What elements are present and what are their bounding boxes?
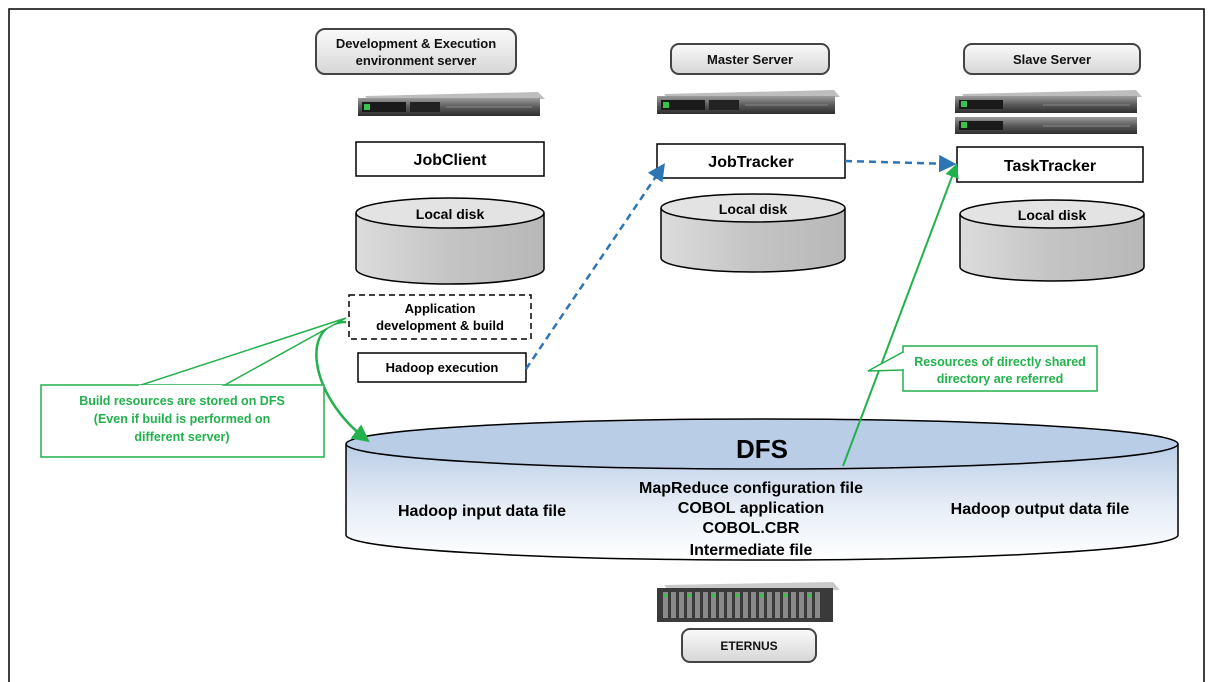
dfs-output-file: Hadoop output data file <box>951 501 1130 518</box>
dfs-center-item: Intermediate file <box>690 542 813 559</box>
app-build-box <box>348 294 532 340</box>
eternus-label: ETERNUS <box>720 639 777 653</box>
dev-server-title-line1: Development & Execution <box>336 36 496 51</box>
shared-directory-callout <box>867 345 1098 392</box>
jobclient-label: JobClient <box>414 152 488 169</box>
build-callout-line3: different server) <box>134 430 229 444</box>
dev-local-disk-label: Local disk <box>416 206 485 222</box>
jobtracker-label: JobTracker <box>708 154 793 171</box>
master-local-disk-label: Local disk <box>719 201 788 217</box>
dfs-center-item: COBOL application <box>678 500 824 517</box>
app-build-line1: Application <box>405 301 476 316</box>
shared-callout-line2: directory are referred <box>937 372 1063 386</box>
dev-local-disk <box>355 197 545 285</box>
dfs-title: DFS <box>736 434 788 464</box>
eternus-storage-icon <box>657 582 840 622</box>
dev-server-title-line2: environment server <box>356 53 477 68</box>
app-build-line2: development & build <box>376 318 504 333</box>
master-server-icon <box>657 90 840 114</box>
build-callout-line1: Build resources are stored on DFS <box>79 394 285 408</box>
diagram-frame <box>8 8 1205 682</box>
dev-server-icon <box>358 92 545 116</box>
master-server-group: Master Server JobTracker Local disk <box>656 43 846 273</box>
build-callout-line2: (Even if build is performed on <box>94 412 270 426</box>
hadoop-execution-box <box>357 352 527 383</box>
eternus-label-box <box>681 628 817 663</box>
slave-local-disk <box>959 199 1145 282</box>
arrow-exec-to-jobtracker <box>524 163 665 370</box>
dfs-cylinder <box>345 418 1179 561</box>
slave-server-group: Slave Server TaskTracker Local disk <box>955 43 1145 282</box>
slave-local-disk-label: Local disk <box>1018 207 1087 223</box>
dfs-center-item: MapReduce configuration file <box>639 480 863 497</box>
build-resources-callout <box>40 317 347 458</box>
arrow-jobtracker-to-tasktracker <box>844 154 957 173</box>
dfs-center-item: COBOL.CBR <box>703 520 800 537</box>
slave-server-title-box <box>963 43 1141 75</box>
tasktracker-label: TaskTracker <box>1004 158 1096 175</box>
master-server-title: Master Server <box>707 52 793 67</box>
shared-callout-line1: Resources of directly shared <box>914 355 1086 369</box>
slave-server-title: Slave Server <box>1013 52 1091 67</box>
master-local-disk <box>660 193 846 273</box>
dev-server-group: Development & Execution environment serv… <box>315 28 545 383</box>
jobtracker-box <box>656 143 846 179</box>
arrow-dfs-to-tasktracker <box>842 163 959 467</box>
dfs-input-file: Hadoop input data file <box>398 503 566 520</box>
master-server-title-box <box>670 43 830 75</box>
hadoop-execution-label: Hadoop execution <box>386 360 499 375</box>
slave-server-icon <box>955 90 1142 134</box>
jobclient-box <box>355 141 545 177</box>
dev-server-title-box <box>315 28 517 75</box>
